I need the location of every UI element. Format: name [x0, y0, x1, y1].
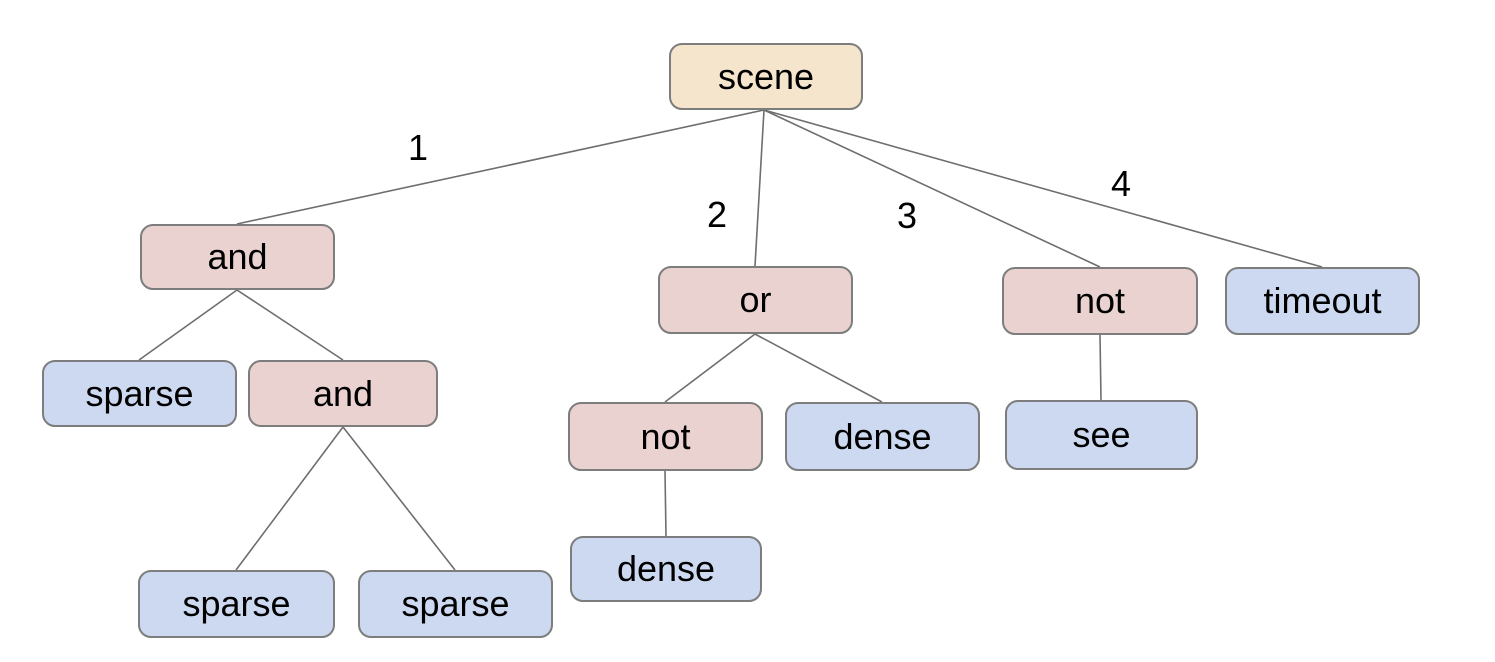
edge-not-2-dense-2	[664, 470, 667, 537]
node-and-1: and	[140, 224, 335, 290]
edge-scene-and-1	[236, 109, 765, 225]
edge-scene-timeout-1	[763, 109, 1323, 268]
node-not-1: not	[1002, 267, 1198, 335]
edge-label-1: 1	[408, 127, 428, 168]
node-or-1: or	[658, 266, 853, 334]
edge-and-1-and-2	[236, 289, 344, 361]
edge-scene-not-1	[763, 109, 1101, 268]
node-scene: scene	[669, 43, 863, 110]
node-sparse-3: sparse	[358, 570, 553, 638]
edge-or-1-not-2	[664, 333, 756, 403]
edge-label-4: 4	[1111, 163, 1131, 204]
node-not-2: not	[568, 402, 763, 471]
edge-not-1-see-1	[1099, 334, 1102, 401]
node-see-1: see	[1005, 400, 1198, 470]
node-sparse-1: sparse	[42, 360, 237, 427]
edge-or-1-dense-1	[754, 333, 883, 403]
node-dense-2: dense	[570, 536, 762, 602]
node-timeout-1: timeout	[1225, 267, 1420, 335]
edge-scene-or-1	[754, 109, 765, 267]
edge-and-1-sparse-1	[138, 289, 238, 361]
edge-and-2-sparse-3	[342, 426, 456, 571]
node-and-2: and	[248, 360, 438, 427]
edge-and-2-sparse-2	[235, 426, 344, 571]
node-sparse-2: sparse	[138, 570, 335, 638]
edge-label-2: 2	[707, 194, 727, 235]
edge-label-3: 3	[897, 195, 917, 236]
node-dense-1: dense	[785, 402, 980, 471]
